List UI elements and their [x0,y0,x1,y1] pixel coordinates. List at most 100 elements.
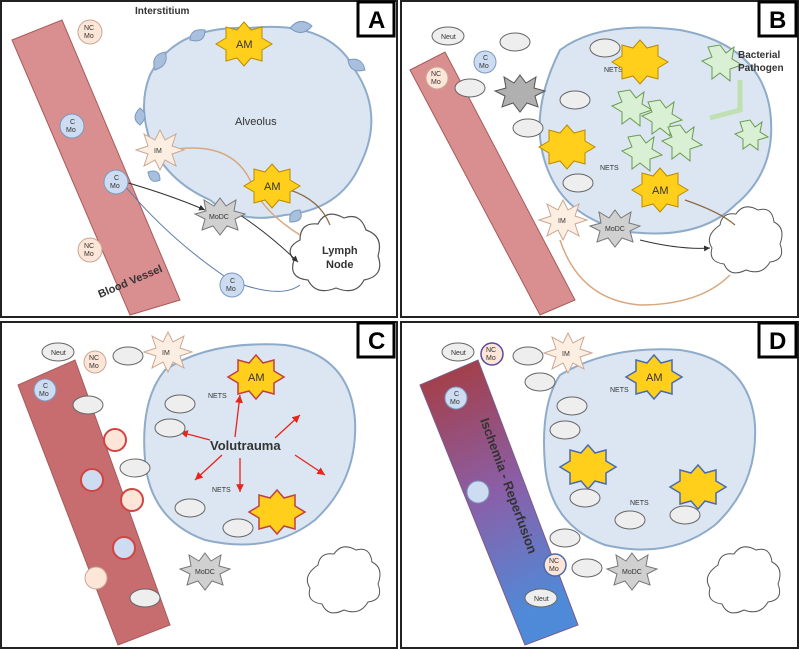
inflamed-monocytes-c [80,428,144,590]
cmo-cell-a2: C Mo [103,169,129,195]
modc-lymph-arrow-b [639,239,711,252]
neutrophils-d [441,342,701,608]
cmo-label-2: Mo [39,391,49,398]
modc-cell-c: MoDC [178,552,232,591]
cmo-label-2: Mo [479,63,489,70]
cmo-cell-a3: C Mo [219,272,245,298]
cmo-label-2: Mo [110,183,120,190]
bacterial-label-2: Pathogen [738,63,784,74]
lymph-node-b [708,206,783,274]
ncmo-cell-a1: NC Mo [77,19,103,45]
modc-label: MoDC [209,214,229,221]
ncmo-label-2: Mo [84,251,94,258]
ncmo-label-2: Mo [549,566,559,573]
panel-d: Ischemia - Reperfusion NETS NETS AM IM M… [400,321,799,649]
neut-label-d2: Neut [534,596,549,603]
blood-vessel-a [11,19,181,316]
ncmo-label-1: NC [84,25,94,32]
im-label: IM [558,218,566,225]
panel-c: Volutrauma NETS NETS AM IM MoDC [0,321,398,649]
ncmo-label-2: Mo [89,363,99,370]
ncmo-label-2: Mo [486,355,496,362]
modc-cell-a: MoDC [193,197,247,236]
panel-b: Bacterial Pathogen NETS NETS AM IM MoDC [400,0,799,318]
am-label: AM [236,39,253,51]
pathogen-arrow [709,80,743,121]
panel-a: Interstitium Blood Vessel Alveolus Lymph… [0,0,398,318]
neutrophils-b [431,26,621,193]
nets-label-b1: NETS [604,67,623,74]
ncmo-label-1: NC [84,243,94,250]
modc-cell-d: MoDC [605,552,659,591]
cmo-label-2: Mo [66,127,76,134]
am-cell-a2: AM [243,163,301,209]
nets-label-d2: NETS [630,500,649,507]
modc-label: MoDC [622,569,642,576]
am-cell-d1: AM [624,353,684,401]
modc-label: MoDC [195,569,215,576]
cmo-label-2: Mo [450,399,460,406]
nets-label-b2: NETS [600,165,619,172]
modc-cell-b: MoDC [588,209,642,248]
ncmo-cell-d2: NC Mo [543,553,567,577]
im-cell-b: IM [537,198,589,242]
am-cell-b2 [538,124,596,170]
cmo-cell-b: C Mo [473,50,497,74]
lymph-node-label-1: Lymph [322,245,358,257]
cmo-label-1: C [483,55,488,62]
volutrauma-arrows [179,394,326,492]
cmo-label-2: Mo [226,286,236,293]
ncmo-cell-d1: NC Mo [480,342,504,366]
ncmo-label-1: NC [89,355,99,362]
blood-vessel-d [419,359,579,646]
im-cell-d: IM [542,331,594,375]
panel-a-letter-box [356,0,396,38]
im-label: IM [162,350,170,357]
volutrauma-label: Volutrauma [210,438,281,453]
alveolus-label: Alveolus [235,116,277,128]
neutrophils-c [41,342,254,608]
ncmo-label-1: NC [486,347,496,354]
panel-c-letter: C [368,328,385,355]
panel-a-letter: A [368,7,385,34]
ncmo-label-2: Mo [431,79,441,86]
am-cell-d3 [668,463,728,511]
cmo-cell-d: C Mo [444,386,468,410]
cmo-cell-d2 [466,480,490,504]
alveolus-a [134,21,373,228]
blood-vessel-c [17,359,171,646]
nets-label-d1: NETS [610,387,629,394]
im-cell-a: IM [134,128,186,172]
im-label: IM [154,148,162,155]
am-cell-b3: AM [631,167,689,213]
am-label: AM [264,181,281,193]
cmo-label-1: C [230,278,235,285]
ncmo-label-2: Mo [84,33,94,40]
am-cell-c1: AM [226,353,286,401]
ncmo-cell-b: NC Mo [425,66,449,90]
nets-label-c1: NETS [208,393,227,400]
im-cell-c: IM [142,330,194,374]
am-lymph-path [289,189,331,226]
modc-label: MoDC [605,226,625,233]
cmo-label-1: C [454,391,459,398]
lymph-node-d [706,546,781,614]
lymph-node-c [306,546,381,614]
ncmo-label-1: NC [431,71,441,78]
modc-cell-b2 [493,74,547,113]
cmo-cell-c: C Mo [33,378,57,402]
im-label: IM [562,351,570,358]
am-cell-b1 [611,39,669,85]
neut-label-d1: Neut [451,350,466,357]
bacterial-label-1: Bacterial [738,50,780,61]
modc-to-lymph-arrow [239,214,299,263]
am-cell-a1: AM [215,21,273,67]
ncmo-label-1: NC [549,558,559,565]
am-label: AM [248,372,265,384]
am-lymph-path-b [684,199,736,226]
nets-label-c2: NETS [212,487,231,494]
ncmo-cell-a2: NC Mo [77,237,103,263]
ncmo-cell-c: NC Mo [83,350,107,374]
cmo-label-1: C [70,119,75,126]
cmo-label-1: C [114,175,119,182]
